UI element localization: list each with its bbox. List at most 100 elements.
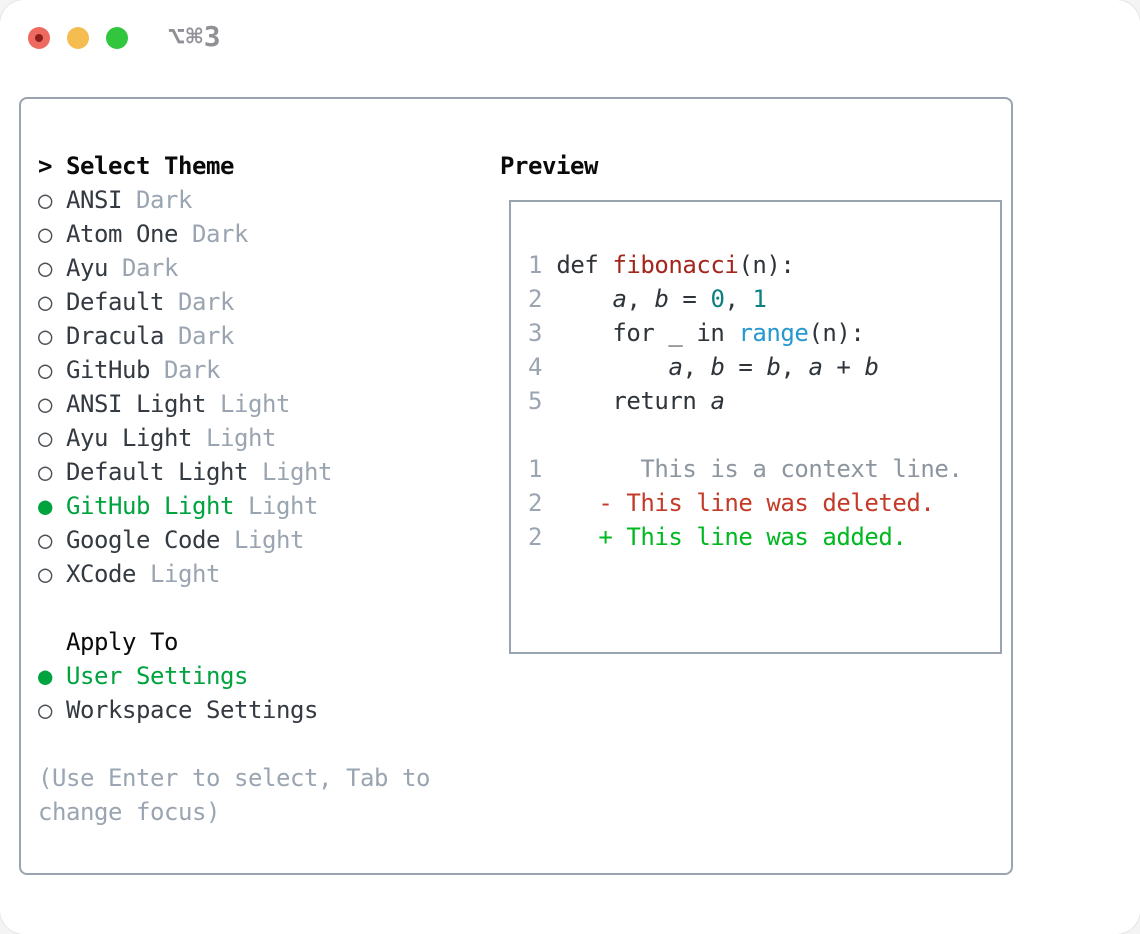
- hint-text-line-2: change focus): [38, 798, 220, 826]
- builtin-text: range: [738, 319, 809, 347]
- line-number: 1: [528, 251, 542, 279]
- theme-option-dracula[interactable]: ○ Dracula Dark: [38, 319, 430, 353]
- line-number: 2: [528, 285, 542, 313]
- code-text: =: [668, 285, 711, 313]
- variable-text: a: [710, 387, 725, 415]
- theme-variant-tag: Light: [248, 492, 318, 520]
- theme-name: ANSI Light: [66, 390, 206, 418]
- radio-unselected-icon: ○: [38, 356, 52, 384]
- radio-unselected-icon: ○: [38, 288, 52, 316]
- line-number: 3: [528, 319, 542, 347]
- code-text: def: [542, 251, 613, 279]
- line-number: 1: [528, 455, 542, 483]
- code-text: ,: [724, 285, 753, 313]
- radio-unselected-icon: ○: [38, 186, 52, 214]
- theme-option-google-code[interactable]: ○ Google Code Light: [38, 523, 430, 557]
- variable-text: b: [864, 353, 879, 381]
- theme-picker-panel: > Select Theme ○ ANSI Dark○ Atom One Dar…: [19, 97, 1013, 875]
- radio-unselected-icon: ○: [38, 424, 52, 452]
- theme-option-ayu[interactable]: ○ Ayu Dark: [38, 251, 430, 285]
- theme-option-xcode[interactable]: ○ XCode Light: [38, 557, 430, 591]
- theme-variant-tag: Dark: [192, 220, 248, 248]
- radio-selected-icon: ●: [38, 492, 52, 520]
- radio-unselected-icon: ○: [38, 322, 52, 350]
- variable-text: a: [668, 353, 683, 381]
- theme-name: Default Light: [66, 458, 248, 486]
- theme-option-atom-one[interactable]: ○ Atom One Dark: [38, 217, 430, 251]
- theme-option-github-light[interactable]: ● GitHub Light Light: [38, 489, 430, 523]
- theme-variant-tag: Dark: [136, 186, 192, 214]
- code-text: =: [724, 353, 767, 381]
- added-text: + This line was added.: [542, 523, 907, 551]
- spacer: [38, 727, 430, 761]
- theme-list-title: Select Theme: [66, 152, 234, 180]
- theme-option-default-light[interactable]: ○ Default Light Light: [38, 455, 430, 489]
- theme-option-ansi-light[interactable]: ○ ANSI Light Light: [38, 387, 430, 421]
- preview-line: 2 a, b = 0, 1: [528, 282, 1000, 316]
- theme-picker-column: > Select Theme ○ ANSI Dark○ Atom One Dar…: [38, 149, 430, 829]
- theme-option-default[interactable]: ○ Default Dark: [38, 285, 430, 319]
- apply-to-header: Apply To: [38, 625, 430, 659]
- theme-variant-tag: Light: [150, 560, 220, 588]
- theme-name: Atom One: [66, 220, 178, 248]
- radio-unselected-icon: ○: [38, 458, 52, 486]
- theme-option-ayu-light[interactable]: ○ Ayu Light Light: [38, 421, 430, 455]
- apply-option-label: User Settings: [66, 662, 248, 690]
- spacer: [38, 591, 430, 625]
- theme-name: Default: [66, 288, 164, 316]
- theme-variant-tag: Light: [220, 390, 290, 418]
- theme-name: GitHub: [66, 356, 150, 384]
- radio-unselected-icon: ○: [38, 696, 52, 724]
- number-text: 1: [752, 285, 767, 313]
- variable-text: b: [710, 353, 725, 381]
- focus-marker: >: [38, 152, 52, 180]
- theme-option-ansi[interactable]: ○ ANSI Dark: [38, 183, 430, 217]
- code-text: for _ in: [542, 319, 739, 347]
- variable-text: b: [654, 285, 669, 313]
- preview-line: 2 + This line was added.: [528, 520, 1000, 554]
- number-text: 0: [710, 285, 725, 313]
- theme-variant-tag: Dark: [178, 288, 234, 316]
- zoom-button[interactable]: [106, 27, 128, 49]
- radio-selected-icon: ●: [38, 662, 52, 690]
- function-text: fibonacci: [612, 251, 739, 279]
- line-number: 2: [528, 523, 542, 551]
- theme-list-header: > Select Theme: [38, 149, 430, 183]
- theme-variant-tag: Light: [262, 458, 332, 486]
- code-text: [542, 285, 612, 313]
- apply-option-label: Workspace Settings: [66, 696, 318, 724]
- theme-variant-tag: Dark: [164, 356, 220, 384]
- radio-unselected-icon: ○: [38, 390, 52, 418]
- theme-name: Dracula: [66, 322, 164, 350]
- apply-option-user-settings[interactable]: ● User Settings: [38, 659, 430, 693]
- apply-to-title: Apply To: [66, 628, 178, 656]
- hint-text-line-1: (Use Enter to select, Tab to: [38, 764, 430, 792]
- line-number: 4: [528, 353, 542, 381]
- apply-option-workspace-settings[interactable]: ○ Workspace Settings: [38, 693, 430, 727]
- theme-name: XCode: [66, 560, 136, 588]
- radio-unselected-icon: ○: [38, 254, 52, 282]
- theme-variant-tag: Dark: [178, 322, 234, 350]
- window-title: ⌥⌘3: [168, 20, 222, 53]
- code-text: return: [542, 387, 711, 415]
- line-number: 5: [528, 387, 542, 415]
- minimize-button[interactable]: [67, 27, 89, 49]
- close-button[interactable]: [28, 27, 50, 49]
- code-text: +: [822, 353, 865, 381]
- theme-option-github[interactable]: ○ GitHub Dark: [38, 353, 430, 387]
- theme-name: Ayu Light: [66, 424, 192, 452]
- theme-name: GitHub Light: [66, 492, 234, 520]
- preview-line: 2 - This line was deleted.: [528, 486, 1000, 520]
- titlebar: [28, 26, 145, 50]
- variable-text: a: [808, 353, 823, 381]
- preview-line: 1 def fibonacci(n):: [528, 248, 1000, 282]
- code-text: [542, 353, 668, 381]
- theme-variant-tag: Light: [206, 424, 276, 452]
- preview-title: Preview: [500, 152, 598, 180]
- theme-list: ○ ANSI Dark○ Atom One Dark○ Ayu Dark○ De…: [38, 183, 430, 591]
- preview-line: 5 return a: [528, 384, 1000, 418]
- theme-name: Ayu: [66, 254, 108, 282]
- theme-variant-tag: Light: [234, 526, 304, 554]
- preview-line: 4 a, b = b, a + b: [528, 350, 1000, 384]
